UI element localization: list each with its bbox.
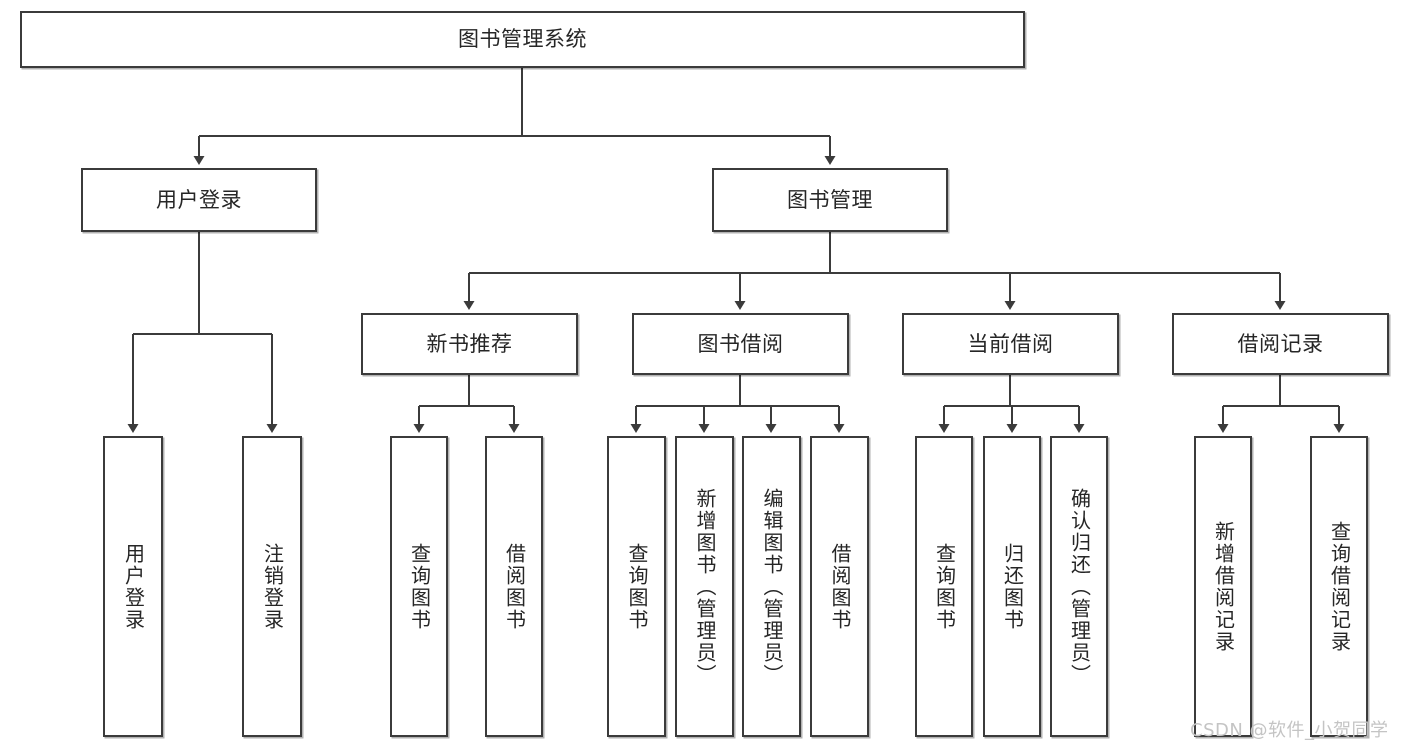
leaf-edit-book-admin[interactable]: 编辑图书（管理员）: [742, 436, 801, 737]
leaf-query-book-recommend[interactable]: 查询图书: [390, 436, 448, 737]
node-borrow-record-label: 借阅记录: [1237, 331, 1324, 356]
leaf-return-book-label: 归还图书: [1000, 542, 1025, 631]
leaf-borrow-book-label: 借阅图书: [828, 542, 852, 631]
node-user-login[interactable]: 用户登录: [81, 168, 317, 232]
leaf-query-book-current[interactable]: 查询图书: [915, 436, 973, 737]
node-borrow-record[interactable]: 借阅记录: [1172, 313, 1389, 375]
leaf-add-book-admin-label: 新增图书（管理员）: [693, 487, 717, 686]
leaf-query-book-current-label: 查询图书: [932, 542, 957, 631]
node-book-management[interactable]: 图书管理: [712, 168, 948, 232]
node-new-book-recommend-label: 新书推荐: [426, 331, 513, 356]
leaf-add-borrow-record[interactable]: 新增借阅记录: [1194, 436, 1252, 737]
leaf-add-borrow-record-label: 新增借阅记录: [1211, 520, 1236, 653]
leaf-return-book[interactable]: 归还图书: [983, 436, 1041, 737]
leaf-borrow-book-recommend[interactable]: 借阅图书: [485, 436, 543, 737]
leaf-query-borrow-record[interactable]: 查询借阅记录: [1310, 436, 1368, 737]
node-book-borrow[interactable]: 图书借阅: [632, 313, 849, 375]
node-book-management-label: 图书管理: [787, 187, 873, 212]
leaf-borrow-book[interactable]: 借阅图书: [810, 436, 869, 737]
leaf-logout-label: 注销登录: [260, 542, 285, 631]
edge-layer: [127, 68, 1345, 433]
leaf-confirm-return-admin[interactable]: 确认归还（管理员）: [1050, 436, 1108, 737]
node-book-borrow-label: 图书借阅: [697, 331, 784, 356]
node-current-borrow[interactable]: 当前借阅: [902, 313, 1119, 375]
leaf-query-book-borrow[interactable]: 查询图书: [607, 436, 666, 737]
leaf-logout[interactable]: 注销登录: [242, 436, 302, 737]
leaf-confirm-return-admin-label: 确认归还（管理员）: [1067, 487, 1092, 686]
leaf-query-book-borrow-label: 查询图书: [625, 542, 649, 631]
leaf-user-login[interactable]: 用户登录: [103, 436, 163, 737]
leaf-query-book-recommend-label: 查询图书: [407, 542, 432, 631]
node-user-login-label: 用户登录: [156, 187, 242, 212]
node-root[interactable]: 图书管理系统: [20, 11, 1025, 68]
leaf-borrow-book-recommend-label: 借阅图书: [502, 542, 527, 631]
node-root-label: 图书管理系统: [458, 27, 587, 52]
node-current-borrow-label: 当前借阅: [967, 331, 1054, 356]
leaf-edit-book-admin-label: 编辑图书（管理员）: [760, 487, 784, 686]
node-new-book-recommend[interactable]: 新书推荐: [361, 313, 578, 375]
leaf-query-borrow-record-label: 查询借阅记录: [1327, 520, 1352, 653]
leaf-user-login-label: 用户登录: [121, 542, 146, 631]
leaf-add-book-admin[interactable]: 新增图书（管理员）: [675, 436, 734, 737]
